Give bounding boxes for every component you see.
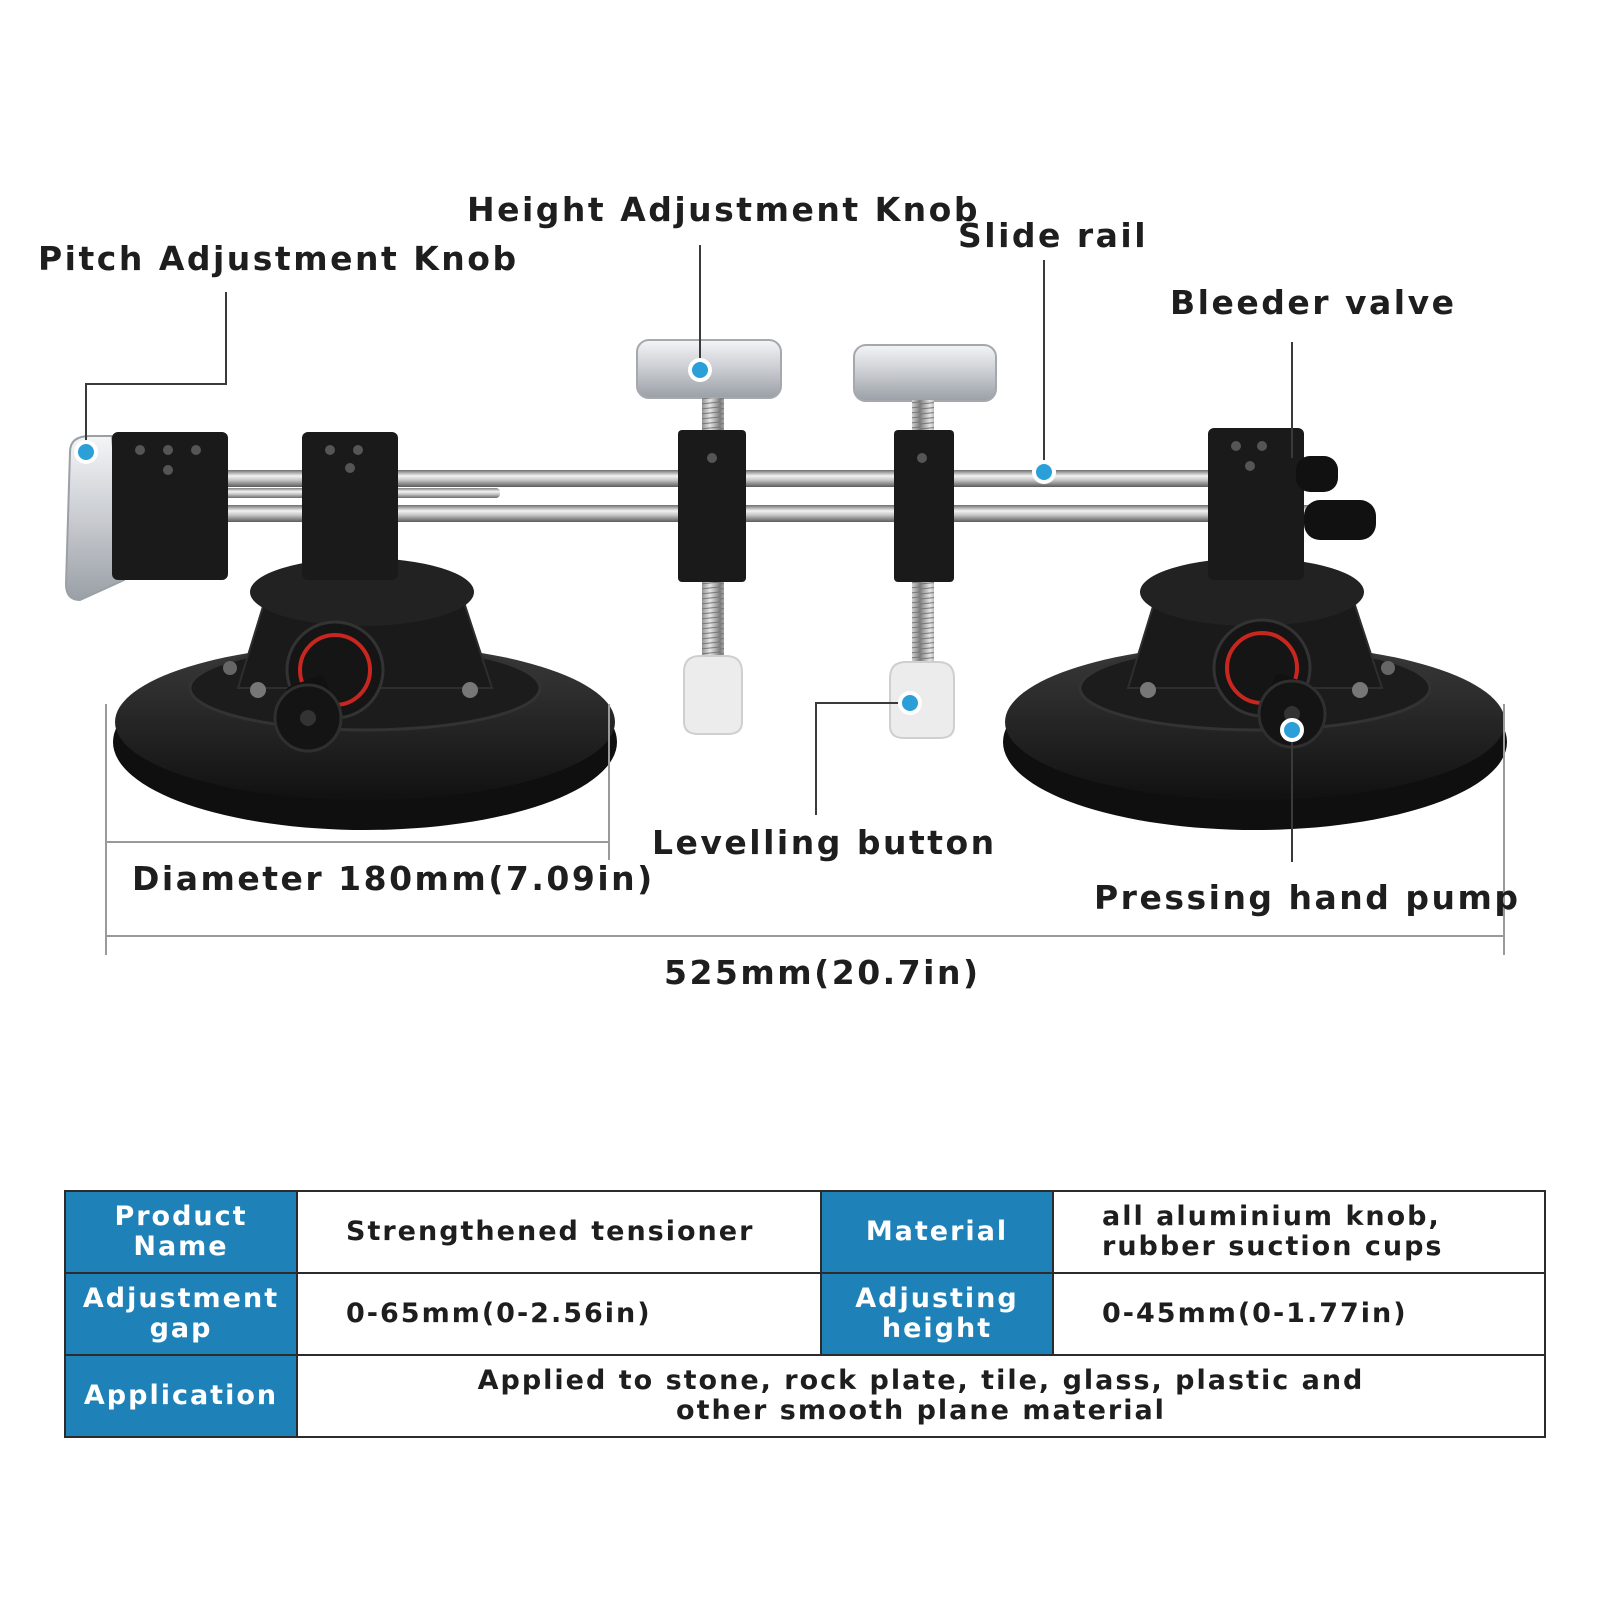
right-end-block [1208,428,1304,580]
pitch-knob-dot [74,440,98,464]
left-end-block [112,432,228,580]
product-name-key: Product Name [64,1190,298,1274]
pitch-adjustment-knob-label: Pitch Adjustment Knob [38,239,519,278]
adjustment-gap-value: 0-65mm(0-2.56in) [296,1272,822,1356]
adjusting-height-value: 0-45mm(0-1.77in) [1052,1272,1546,1356]
hand-pump-dot [1280,718,1304,742]
height-adjustment-knob-label: Height Adjustment Knob [467,190,980,229]
spec-table: Product Name Strengthened tensioner Mate… [64,1190,1546,1438]
right-hand-pump [1212,618,1327,749]
product-name-value: Strengthened tensioner [296,1190,822,1274]
table-row: Product Name Strengthened tensioner Mate… [64,1190,1546,1274]
left-hand-pump [273,620,385,753]
slide-rail-label: Slide rail [958,216,1149,255]
table-row: Adjustment gap 0-65mm(0-2.56in) Adjustin… [64,1272,1546,1356]
length-label: 525mm(20.7in) [664,953,981,992]
adjusting-height-key-line-2: height [881,1313,993,1344]
adjustment-gap-key: Adjustment gap [64,1272,298,1356]
material-key: Material [820,1190,1054,1274]
material-value-line-2: rubber suction cups [1102,1231,1444,1262]
right-suction-cup [1003,558,1507,830]
adjustment-gap-key-line-1: Adjustment [82,1283,280,1315]
table-row: Application Applied to stone, rock plate… [64,1354,1546,1438]
height-knob-dot [688,358,712,382]
levelling-button-dot [898,691,922,715]
adjusting-height-key-line-1: Adjusting [855,1283,1019,1315]
pressing-hand-pump-label: Pressing hand pump [1094,878,1521,917]
adjustment-gap-key-line-2: gap [149,1313,213,1344]
levelling-button-label: Levelling button [652,823,997,862]
bleeder-valve-label: Bleeder valve [1170,283,1457,322]
application-key: Application [64,1354,298,1438]
callout-dots [74,358,1304,742]
left-inner-block [302,432,398,580]
application-value-line-2: other smooth plane material [676,1395,1166,1426]
bleeder-valve-knobs [1296,456,1376,540]
height-knob-2-shape [853,344,997,739]
adjusting-height-key: Adjusting height [820,1272,1054,1356]
application-value: Applied to stone, rock plate, tile, glas… [296,1354,1546,1438]
dimension-lines [105,704,1505,955]
height-knob-1-shape [636,339,782,735]
leader-lines [85,245,1293,862]
material-value-line-1: all aluminium knob, [1102,1201,1441,1233]
slide-rail-dot [1032,460,1056,484]
diameter-label: Diameter 180mm(7.09in) [132,859,655,898]
material-value: all aluminium knob, rubber suction cups [1052,1190,1546,1274]
application-value-line-1: Applied to stone, rock plate, tile, glas… [477,1365,1365,1397]
